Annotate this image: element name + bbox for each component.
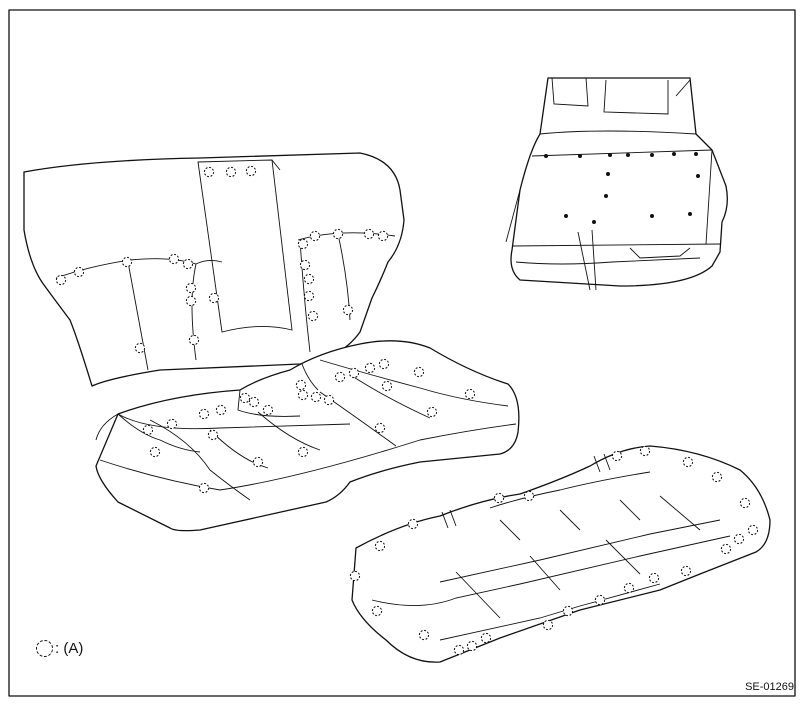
figure-frame xyxy=(8,9,796,697)
clip-marker xyxy=(363,228,375,240)
clip-marker xyxy=(680,565,692,577)
clip-marker xyxy=(323,394,335,406)
clip-marker xyxy=(239,392,251,404)
clip-marker xyxy=(413,366,425,378)
clip-marker xyxy=(134,342,146,354)
clip-marker xyxy=(378,358,390,370)
clip-marker xyxy=(295,379,307,391)
clip-marker xyxy=(332,228,344,240)
clip-marker xyxy=(225,166,237,178)
clip-symbol-icon xyxy=(36,640,53,657)
clip-marker xyxy=(252,456,264,468)
legend: : (A) xyxy=(36,640,83,657)
clip-marker xyxy=(720,543,732,555)
legend-label: : (A) xyxy=(55,640,84,657)
clip-marker xyxy=(245,165,257,177)
clip-marker xyxy=(523,490,535,502)
clip-marker xyxy=(371,605,383,617)
clip-marker xyxy=(142,424,154,436)
clip-marker xyxy=(182,258,194,270)
clip-marker xyxy=(309,230,321,242)
clip-marker xyxy=(464,388,476,400)
clip-marker xyxy=(262,404,274,416)
clip-marker xyxy=(310,391,322,403)
clip-marker xyxy=(166,418,178,430)
clip-marker xyxy=(594,594,606,606)
clip-marker xyxy=(73,266,85,278)
clip-marker xyxy=(303,273,315,285)
clip-marker xyxy=(297,446,309,458)
clip-marker xyxy=(185,282,197,294)
clip-marker xyxy=(342,304,354,316)
clip-marker xyxy=(426,406,438,418)
clip-marker xyxy=(307,310,319,322)
clip-marker xyxy=(348,367,360,379)
clip-marker xyxy=(198,482,210,494)
clip-marker xyxy=(297,238,309,250)
clip-marker xyxy=(188,334,200,346)
clip-marker xyxy=(562,605,574,617)
clip-marker xyxy=(248,396,260,408)
clip-marker xyxy=(168,253,180,265)
clip-marker xyxy=(542,619,554,631)
clip-marker xyxy=(334,371,346,383)
seat-backrest xyxy=(23,152,405,387)
clip-marker xyxy=(198,408,210,420)
backrest-rear-view xyxy=(505,77,728,291)
clip-marker xyxy=(711,471,723,483)
clip-marker xyxy=(739,497,751,509)
clip-marker xyxy=(648,572,660,584)
clip-marker xyxy=(381,380,393,392)
seat-cushion xyxy=(95,340,520,532)
clip-marker xyxy=(297,389,309,401)
clip-marker xyxy=(208,292,220,304)
clip-marker xyxy=(121,256,133,268)
clip-markers xyxy=(55,165,759,656)
clip-marker xyxy=(299,259,311,271)
clip-marker xyxy=(682,456,694,468)
clip-marker xyxy=(377,230,389,242)
clip-marker xyxy=(364,362,376,374)
figure-code: SE-01269 xyxy=(745,681,794,693)
clip-marker xyxy=(349,570,361,582)
clip-marker xyxy=(418,629,430,641)
clip-marker xyxy=(149,446,161,458)
clip-marker xyxy=(747,524,759,536)
clip-marker xyxy=(207,429,219,441)
clip-marker xyxy=(453,644,465,656)
clip-marker xyxy=(493,492,505,504)
clip-marker xyxy=(215,404,227,416)
clip-marker xyxy=(203,166,215,178)
clip-marker xyxy=(374,422,386,434)
clip-marker xyxy=(55,274,67,286)
clip-marker xyxy=(623,582,635,594)
clip-marker xyxy=(733,533,745,545)
clip-marker xyxy=(480,632,492,644)
clip-marker xyxy=(639,445,651,457)
clip-marker xyxy=(466,640,478,652)
clip-marker xyxy=(611,450,623,462)
clip-marker xyxy=(374,540,386,552)
cushion-underside xyxy=(351,445,771,663)
clip-marker xyxy=(185,295,197,307)
clip-marker xyxy=(407,518,419,530)
clip-marker xyxy=(303,290,315,302)
